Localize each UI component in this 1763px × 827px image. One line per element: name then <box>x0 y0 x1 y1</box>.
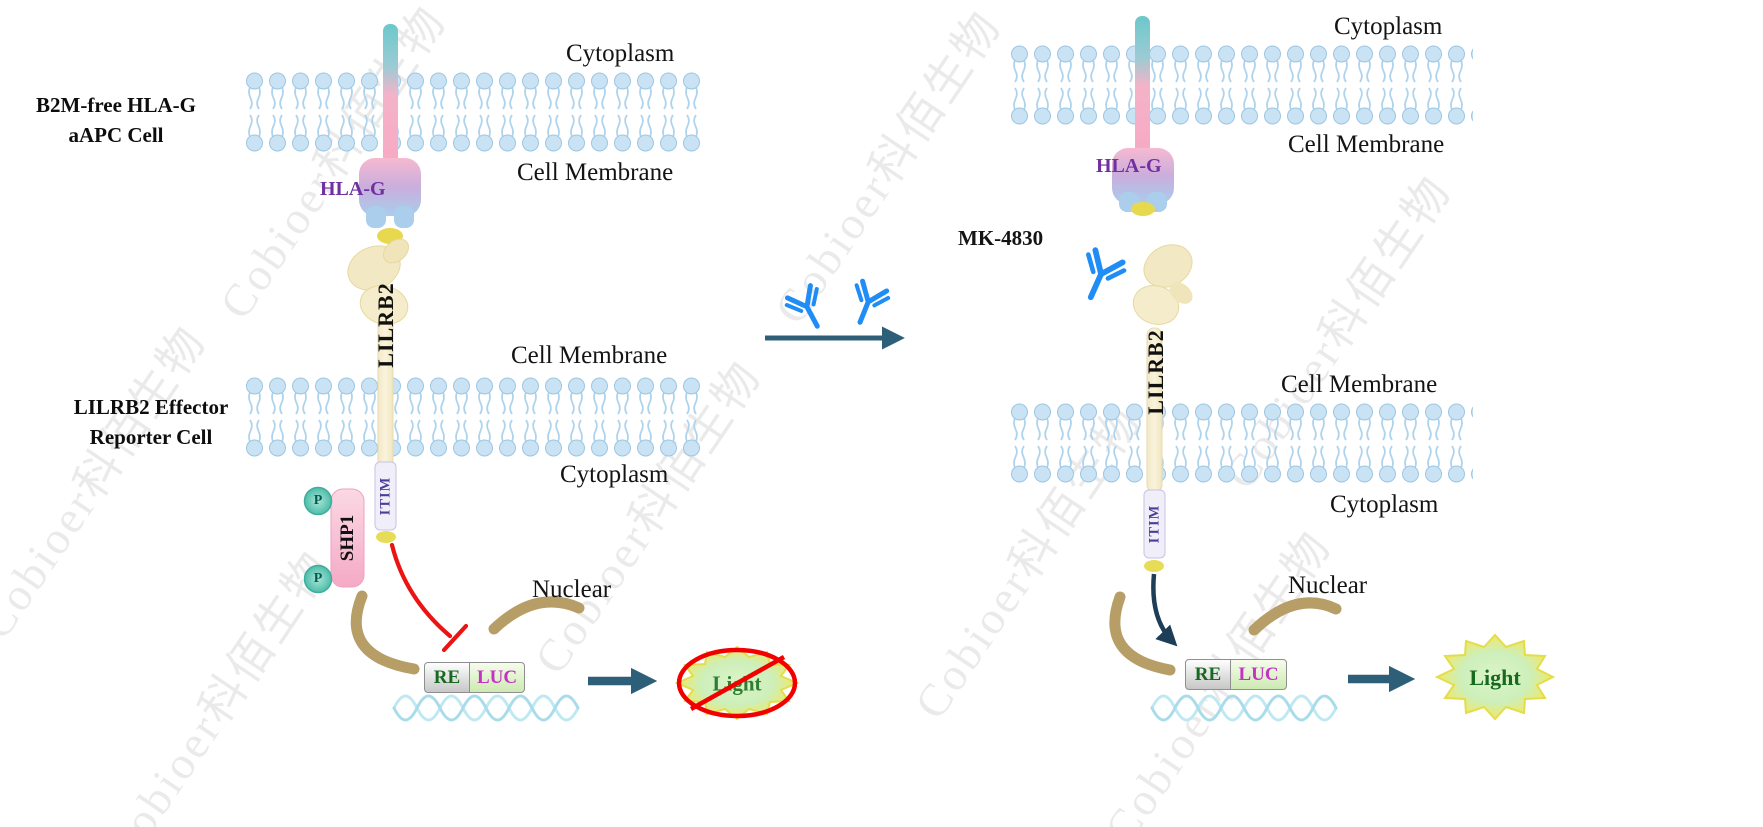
reporter-cell-label-line2: Reporter Cell <box>89 425 213 449</box>
aapc-cell-label-line1: B2M-free HLA-G <box>36 93 196 117</box>
itim-label-right: ITIM <box>1146 504 1163 544</box>
membrane-reporter-left <box>243 377 701 457</box>
reporter-cell-label: LILRB2 Effector Reporter Cell <box>38 392 264 452</box>
re-box-right: RE <box>1185 659 1231 690</box>
luc-box-left: LUC <box>469 662 525 693</box>
itim-domain-right <box>1143 489 1166 572</box>
phosphate-label: P <box>313 493 323 508</box>
dna-helix-left <box>392 694 580 722</box>
hla-g-molecule-right <box>1112 16 1174 216</box>
cell-membrane-label-right-mid: Cell Membrane <box>1281 371 1438 398</box>
nuclear-envelope-left <box>350 590 585 675</box>
luc-box-right: LUC <box>1230 659 1287 690</box>
aapc-cell-label: B2M-free HLA-G aAPC Cell <box>18 90 214 150</box>
lilrb2-receptor-left <box>347 238 410 469</box>
itim-domain-left <box>374 461 397 543</box>
reporter-cell-label-line1: LILRB2 Effector <box>73 395 229 419</box>
signal-arrow <box>1151 573 1178 647</box>
antibody-icon-mk4830 <box>1086 247 1127 301</box>
cytoplasm-label-left-top: Cytoplasm <box>566 40 675 67</box>
lilrb2-receptor-right <box>1132 244 1193 493</box>
antibody-icon <box>854 278 891 325</box>
cell-membrane-label-left-mid: Cell Membrane <box>511 342 668 369</box>
inhibition-line <box>389 542 469 653</box>
lilrb2-label-right: LILRB2 <box>1143 329 1168 415</box>
light-label-blocked: Light <box>712 671 762 696</box>
nuclear-envelope-right <box>1109 591 1342 676</box>
lilrb2-label-left: LILRB2 <box>373 282 398 368</box>
mk4830-label: MK-4830 <box>958 226 1044 250</box>
cytoplasm-label-right-bottom: Cytoplasm <box>1330 491 1439 518</box>
hla-g-molecule-left <box>359 24 421 244</box>
cytoplasm-label-right-top: Cytoplasm <box>1334 13 1443 40</box>
membrane-aapc-left <box>243 72 701 152</box>
light-label-active: Light <box>1469 665 1521 690</box>
cell-membrane-label-left-top: Cell Membrane <box>517 159 674 186</box>
membrane-aapc-right <box>1008 45 1473 125</box>
cell-membrane-label-right-top: Cell Membrane <box>1288 131 1445 158</box>
aapc-cell-label-line2: aAPC Cell <box>68 123 164 147</box>
itim-label-left: ITIM <box>377 476 394 516</box>
re-box-left: RE <box>424 662 470 693</box>
dna-helix-right <box>1150 694 1338 722</box>
hla-g-label-left: HLA-G <box>320 178 386 200</box>
phosphate-label: P <box>313 571 323 586</box>
cytoplasm-label-left-bottom: Cytoplasm <box>560 461 669 488</box>
shp1-complex <box>303 486 365 594</box>
hla-g-label-right: HLA-G <box>1096 155 1162 177</box>
light-burst-active <box>1434 633 1556 721</box>
nuclear-label-right: Nuclear <box>1288 572 1368 599</box>
nuclear-label-left: Nuclear <box>532 576 612 603</box>
shp1-label: SHP1 <box>337 514 358 562</box>
antibody-icon <box>784 283 820 329</box>
membrane-reporter-right <box>1008 403 1473 483</box>
